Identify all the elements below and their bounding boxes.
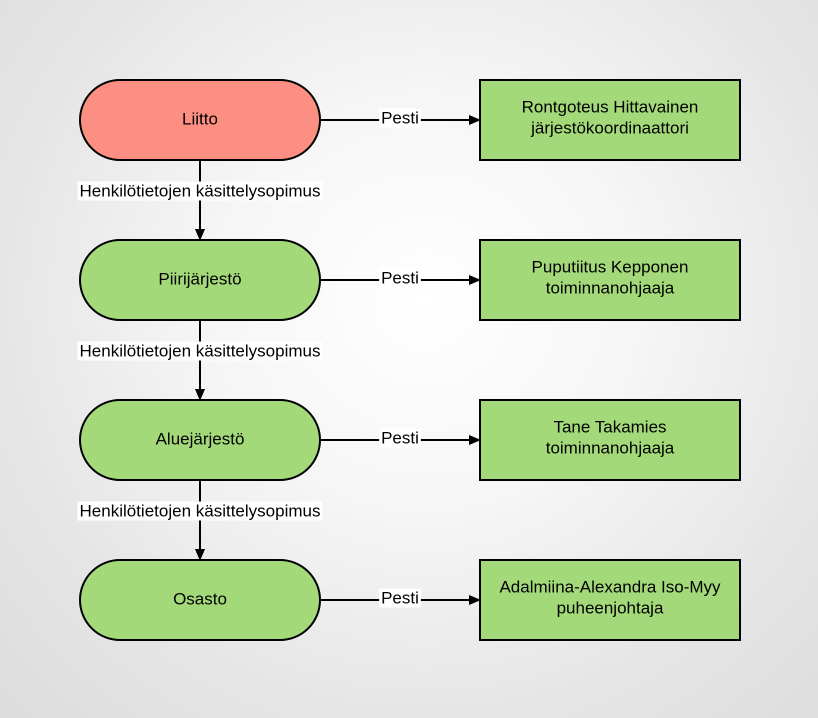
person-role: toiminnanohjaaja xyxy=(546,438,675,457)
org-node: Liitto xyxy=(79,79,321,161)
pesti-label: Pesti xyxy=(381,268,419,287)
contract-label: Henkilötietojen käsittelysopimus xyxy=(80,501,321,520)
person-box-shape xyxy=(479,79,741,161)
person-box-shape xyxy=(479,399,741,481)
org-node-label: Osasto xyxy=(173,589,227,608)
org-node: Osasto xyxy=(79,559,321,641)
person-name: Puputiitus Kepponen xyxy=(532,257,689,276)
org-node-shape xyxy=(79,559,321,641)
pesti-label-bg xyxy=(379,268,421,288)
person-name: Tane Takamies xyxy=(553,417,666,436)
person-box-shape xyxy=(479,239,741,321)
person-box-shape xyxy=(479,559,741,641)
pesti-label: Pesti xyxy=(381,428,419,447)
contract-label-bg xyxy=(77,341,323,361)
pesti-label-bg xyxy=(379,108,421,128)
pesti-label-bg xyxy=(379,428,421,448)
contract-label-bg xyxy=(77,181,323,201)
pesti-label: Pesti xyxy=(381,108,419,127)
org-node: Aluejärjestö xyxy=(79,399,321,481)
person-name: Adalmiina-Alexandra Iso-Myy xyxy=(499,577,721,596)
pesti-label-bg xyxy=(379,588,421,608)
contract-label: Henkilötietojen käsittelysopimus xyxy=(80,341,321,360)
person-name: Rontgoteus Hittavainen xyxy=(522,97,699,116)
org-node-shape xyxy=(79,399,321,481)
person-role: järjestökoordinaattori xyxy=(530,118,689,137)
person-box: Tane Takamies toiminnanohjaaja xyxy=(479,399,741,481)
org-node-shape xyxy=(79,79,321,161)
org-node-label: Aluejärjestö xyxy=(156,429,245,448)
person-box: Rontgoteus Hittavainen järjestökoordinaat… xyxy=(479,79,741,161)
person-role: toiminnanohjaaja xyxy=(546,278,675,297)
contract-label: Henkilötietojen käsittelysopimus xyxy=(80,181,321,200)
person-role: puheenjohtaja xyxy=(557,598,664,617)
contract-label-bg xyxy=(77,501,323,521)
org-node-shape xyxy=(79,239,321,321)
person-box: Puputiitus Kepponen toiminnanohjaaja xyxy=(479,239,741,321)
person-box: Adalmiina-Alexandra Iso-Myy puheenjohtaja xyxy=(479,559,741,641)
org-node: Piirijärjestö xyxy=(79,239,321,321)
nodes-layer: Liitto Rontgoteus Hittavainen järjestökoor… xyxy=(79,79,741,641)
org-node-label: Liitto xyxy=(182,109,218,128)
pesti-label: Pesti xyxy=(381,588,419,607)
org-node-label: Piirijärjestö xyxy=(158,269,241,288)
